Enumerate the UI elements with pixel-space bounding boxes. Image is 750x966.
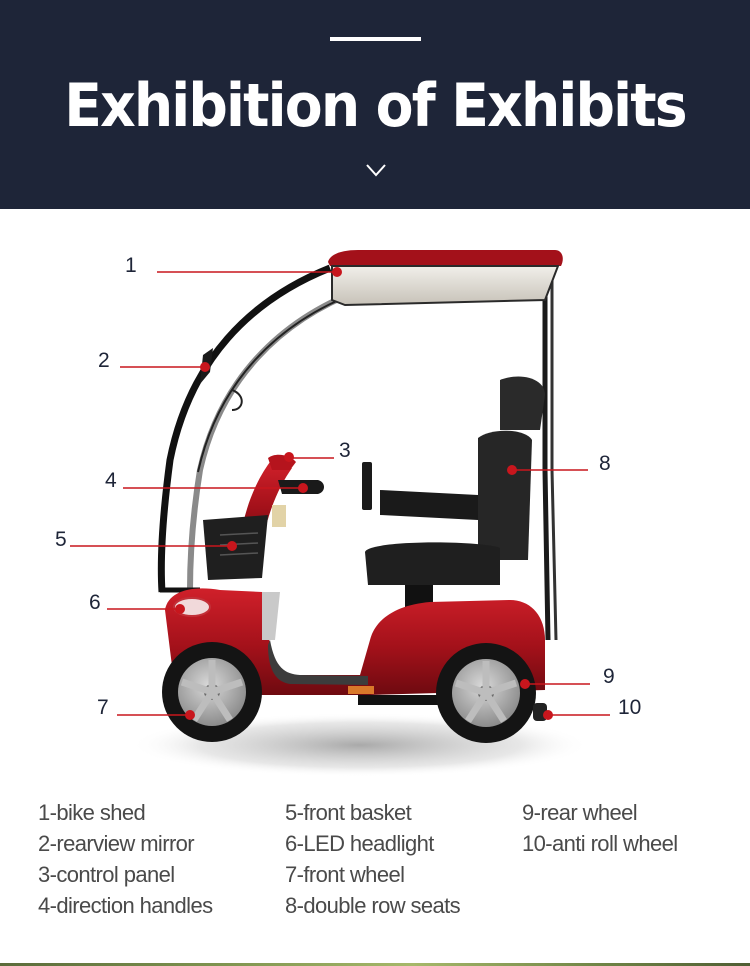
callout-dot-8 bbox=[507, 465, 517, 475]
callout-dot-10 bbox=[543, 710, 553, 720]
callout-number-1: 1 bbox=[125, 254, 137, 277]
callout-dot-6 bbox=[175, 604, 185, 614]
armrest bbox=[380, 490, 478, 520]
floorboard bbox=[268, 640, 368, 685]
front-wheel bbox=[162, 642, 262, 742]
canopy-roof bbox=[328, 250, 563, 266]
rear-wheel bbox=[436, 643, 536, 743]
legend-item: 5-front basket bbox=[285, 800, 412, 825]
callout-number-4: 4 bbox=[105, 469, 117, 492]
callout-dot-3 bbox=[284, 452, 294, 462]
callout-number-5: 5 bbox=[55, 528, 67, 551]
callout-dot-4 bbox=[298, 483, 308, 493]
callout-number-2: 2 bbox=[98, 349, 110, 372]
callout-dots bbox=[175, 267, 553, 720]
callout-lines bbox=[70, 271, 610, 716]
canopy-rear-post bbox=[542, 270, 551, 641]
legend-item bbox=[522, 862, 738, 888]
seat-back bbox=[500, 376, 545, 430]
header-divider bbox=[330, 37, 421, 41]
legend-item: 7-front wheel bbox=[285, 862, 405, 887]
callout-dot-2 bbox=[200, 362, 210, 372]
side-reflector bbox=[348, 686, 374, 694]
canopy-frame-outer bbox=[157, 264, 332, 593]
legend-item: 4-direction handles bbox=[38, 893, 213, 918]
callout-dot-5 bbox=[227, 541, 237, 551]
legend-item: 10-anti roll wheel bbox=[522, 831, 678, 856]
callout-number-3: 3 bbox=[339, 439, 351, 462]
callout-dot-1 bbox=[332, 267, 342, 277]
callout-number-7: 7 bbox=[97, 696, 109, 719]
legend-item: 9-rear wheel bbox=[522, 800, 638, 825]
seat-cushion bbox=[365, 542, 500, 585]
callout-number-8: 8 bbox=[599, 452, 611, 475]
legend-item: 3-control panel bbox=[38, 862, 175, 887]
product-diagram bbox=[0, 209, 750, 779]
callout-number-6: 6 bbox=[89, 591, 101, 614]
legend-item: 2-rearview mirror bbox=[38, 831, 195, 856]
legend-item bbox=[522, 893, 738, 919]
callout-number-9: 9 bbox=[603, 665, 615, 688]
callout-dot-7 bbox=[185, 710, 195, 720]
page-header: Exhibition of Exhibits bbox=[0, 0, 750, 209]
chevron-down-icon[interactable] bbox=[364, 160, 388, 180]
callout-dot-9 bbox=[520, 679, 530, 689]
page-title: Exhibition of Exhibits bbox=[64, 71, 687, 141]
legend-item: 8-double row seats bbox=[285, 893, 461, 918]
scooter-illustration bbox=[70, 250, 610, 777]
legend-item: 1-bike shed bbox=[38, 800, 146, 825]
callout-number-10: 10 bbox=[618, 696, 642, 719]
legend-item: 6-LED headlight bbox=[285, 831, 434, 856]
parts-legend: 1-bike shed 5-front basket 9-rear wheel … bbox=[38, 800, 738, 919]
next-section-image-edge bbox=[0, 963, 750, 966]
